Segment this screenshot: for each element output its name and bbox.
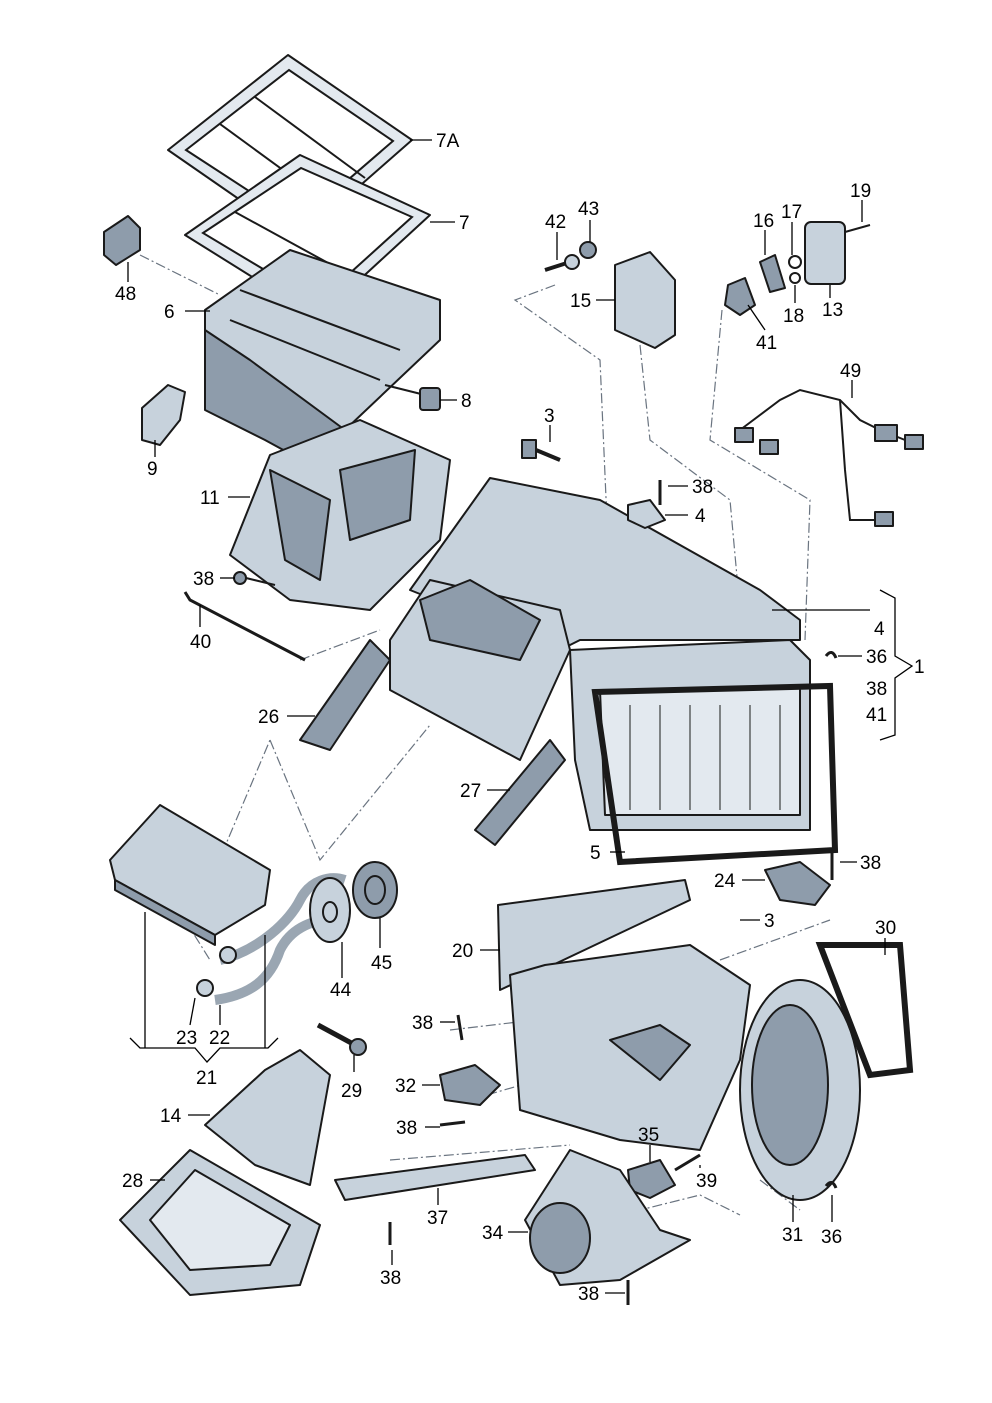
- callout-8: 8: [461, 391, 472, 412]
- callout-4-a: 4: [695, 506, 706, 527]
- callout-45: 45: [371, 953, 392, 974]
- seal-ring-18: [789, 272, 801, 284]
- callout-32: 32: [395, 1076, 416, 1097]
- clip-43: [579, 241, 597, 259]
- strip-37: [334, 1154, 536, 1201]
- screw-icon: [388, 480, 834, 1305]
- callout-39: 39: [696, 1171, 717, 1192]
- seal-5: [591, 682, 839, 866]
- callout-26: 26: [258, 707, 279, 728]
- tray-28: [119, 1149, 321, 1296]
- actuator-32: [439, 1064, 501, 1106]
- actuator-8: [384, 384, 441, 411]
- seal-ring-17: [788, 255, 802, 269]
- callout-labels: 7A 7 6 48 8 9 11 38 40 26 27 42 43 15 16…: [115, 131, 925, 1305]
- callout-48: 48: [115, 284, 136, 305]
- callout-28: 28: [122, 1171, 143, 1192]
- heater-core-21: [109, 804, 271, 946]
- callout-6: 6: [164, 302, 175, 323]
- pad-20: [497, 879, 691, 991]
- seal-30: [815, 942, 914, 1079]
- callout-30: 30: [875, 918, 896, 939]
- main-housing-1: [389, 477, 811, 831]
- callout-3-b: 3: [764, 911, 775, 932]
- callout-41-b: 41: [866, 705, 887, 726]
- grommet-45: [352, 861, 398, 919]
- callout-9: 9: [147, 459, 158, 480]
- callout-11: 11: [200, 488, 220, 509]
- callout-36-a: 36: [866, 647, 887, 668]
- plate-16: [759, 254, 786, 293]
- blower-34: [524, 1149, 691, 1286]
- callout-27: 27: [460, 781, 481, 802]
- bracket-4: [627, 499, 666, 529]
- cover-15: [614, 251, 676, 349]
- filter-pleats: [629, 705, 781, 810]
- callout-29: 29: [341, 1081, 362, 1102]
- valve-13: [804, 221, 871, 285]
- callout-38-b: 38: [692, 477, 713, 498]
- callout-5: 5: [590, 843, 601, 864]
- cover-27: [474, 739, 566, 846]
- callout-38-g: 38: [380, 1268, 401, 1289]
- gasket-41: [724, 277, 756, 316]
- grommet-44: [309, 877, 351, 943]
- callout-38-d: 38: [860, 853, 881, 874]
- callout-40: 40: [190, 632, 211, 653]
- bracket-9: [141, 384, 186, 446]
- callout-49: 49: [840, 361, 861, 382]
- callout-35: 35: [638, 1125, 659, 1146]
- callout-14: 14: [160, 1106, 182, 1127]
- callout-37: 37: [427, 1208, 448, 1229]
- wiring-harness-49: [734, 388, 924, 527]
- callout-3-a: 3: [544, 406, 555, 427]
- sensor-3: [521, 439, 561, 462]
- callout-38-a: 38: [193, 569, 214, 590]
- callout-34: 34: [482, 1223, 504, 1244]
- callout-22: 22: [209, 1028, 230, 1049]
- callout-19: 19: [850, 181, 871, 202]
- bolt-29: [316, 1022, 367, 1056]
- leader-lines: [127, 139, 914, 1294]
- callout-42: 42: [545, 212, 566, 233]
- callout-36-b: 36: [821, 1227, 842, 1248]
- callout-44: 44: [330, 980, 352, 1001]
- bracket-48: [103, 215, 141, 266]
- callout-43: 43: [578, 199, 599, 220]
- callout-7: 7: [459, 213, 470, 234]
- lower-housing-31: [509, 944, 861, 1201]
- callout-15: 15: [570, 291, 591, 312]
- callout-38-c: 38: [866, 679, 887, 700]
- housing-11: [229, 419, 451, 611]
- callout-20: 20: [452, 941, 473, 962]
- bolt-42: [544, 254, 580, 272]
- rod-40: [183, 591, 306, 662]
- callout-1: 1: [914, 657, 925, 678]
- callout-24: 24: [714, 871, 736, 892]
- cover-26: [299, 639, 391, 751]
- sensor-24: [764, 861, 831, 906]
- callout-18: 18: [783, 306, 804, 327]
- callout-4-b: 4: [874, 619, 885, 640]
- callout-16: 16: [753, 211, 774, 232]
- duct-14: [204, 1049, 331, 1186]
- callout-41-a: 41: [756, 333, 777, 354]
- clip-36: [824, 651, 838, 1189]
- callout-7a: 7A: [436, 131, 460, 152]
- callout-38-f: 38: [396, 1118, 417, 1139]
- callout-38-e: 38: [412, 1013, 433, 1034]
- callout-38-h: 38: [578, 1284, 599, 1305]
- upper-housing-6: [204, 249, 441, 471]
- callout-31: 31: [782, 1225, 803, 1246]
- callout-17: 17: [781, 202, 802, 223]
- callout-13: 13: [822, 300, 843, 321]
- screw-39: [674, 1153, 701, 1172]
- callout-23: 23: [176, 1028, 197, 1049]
- callout-21: 21: [196, 1068, 217, 1089]
- o-ring-23: [196, 946, 237, 997]
